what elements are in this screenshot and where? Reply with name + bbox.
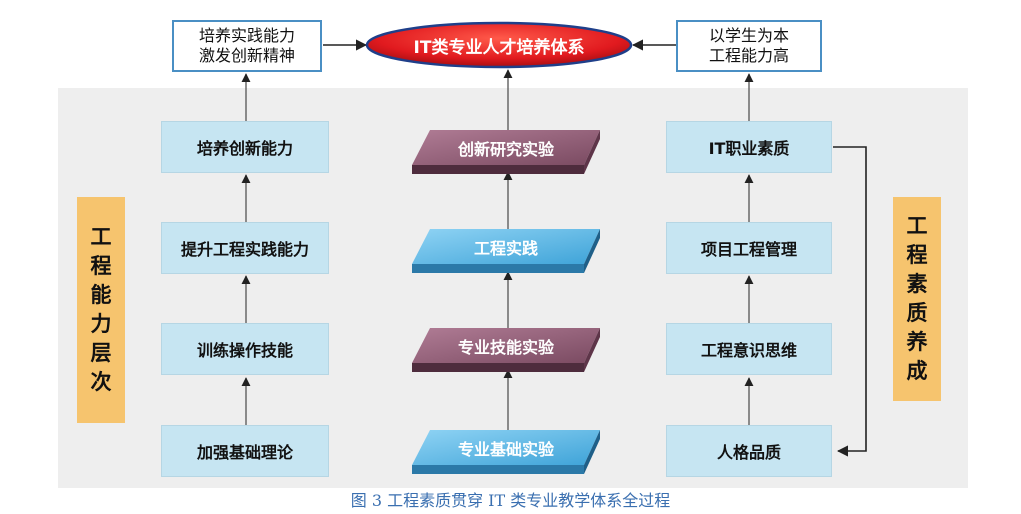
platform-1-label: 创新研究实验 [416,130,596,165]
top-right-line2: 工程能力高 [708,46,789,65]
right-box-4: 人格品质 [666,425,832,477]
center-title-ellipse: IT类专业人才培养体系 [364,20,634,70]
left-label-char: 层 [90,341,112,365]
top-left-box: 培养实践能力 激发创新精神 [172,20,322,72]
left-label-char: 力 [90,312,112,336]
center-title: IT类专业人才培养体系 [413,37,585,58]
right-box-2-label: 项目工程管理 [700,240,797,259]
platform-3-label: 专业技能实验 [416,328,596,363]
top-left-line2: 激发创新精神 [198,46,295,65]
left-box-3: 训练操作技能 [161,323,329,375]
right-box-3-label: 工程意识思维 [700,341,797,360]
platform-4 [412,430,600,474]
top-right-line1: 以学生为本 [708,26,789,45]
platform-2 [412,229,600,273]
right-vertical-label: 工 程 素 质 养 成 [893,197,941,401]
figure-caption: 图 3 工程素质贯穿 IT 类专业教学体系全过程 [350,491,671,510]
right-label-char: 素 [906,272,928,296]
right-box-2: 项目工程管理 [666,222,832,274]
platform-3 [412,328,600,372]
right-box-4-label: 人格品质 [716,443,781,462]
left-box-1-label: 培养创新能力 [196,139,293,158]
top-right-box: 以学生为本 工程能力高 [676,20,822,72]
right-label-char: 程 [906,243,928,267]
platform-1 [412,130,600,174]
left-label-char: 能 [90,283,112,307]
right-label-char: 质 [906,301,928,325]
platform-2-label: 工程实践 [416,229,596,264]
left-box-3-label: 训练操作技能 [196,341,293,360]
left-box-1: 培养创新能力 [161,121,329,173]
left-label-char: 次 [90,370,112,394]
arrow-right-loop [833,146,867,457]
left-box-2-label: 提升工程实践能力 [180,240,309,259]
platform-3-text: 专业技能实验 [457,337,554,357]
left-box-4: 加强基础理论 [161,425,329,477]
platform-2-text: 工程实践 [473,238,538,258]
right-label-char: 工 [906,214,928,238]
left-label-char: 工 [90,225,112,249]
right-label-char: 成 [906,359,928,383]
platform-4-text: 专业基础实验 [457,439,554,459]
right-label-char: 养 [906,330,928,354]
right-box-1-label: IT职业素质 [708,139,790,158]
left-vertical-label: 工 程 能 力 层 次 [77,197,125,423]
top-left-line1: 培养实践能力 [198,26,295,45]
left-box-2: 提升工程实践能力 [161,222,329,274]
left-box-4-label: 加强基础理论 [196,443,293,462]
platform-1-text: 创新研究实验 [457,139,554,159]
right-box-3: 工程意识思维 [666,323,832,375]
platform-4-label: 专业基础实验 [416,430,596,465]
right-box-1: IT职业素质 [666,121,832,173]
ellipse-shape [365,21,633,69]
left-label-char: 程 [90,254,112,278]
